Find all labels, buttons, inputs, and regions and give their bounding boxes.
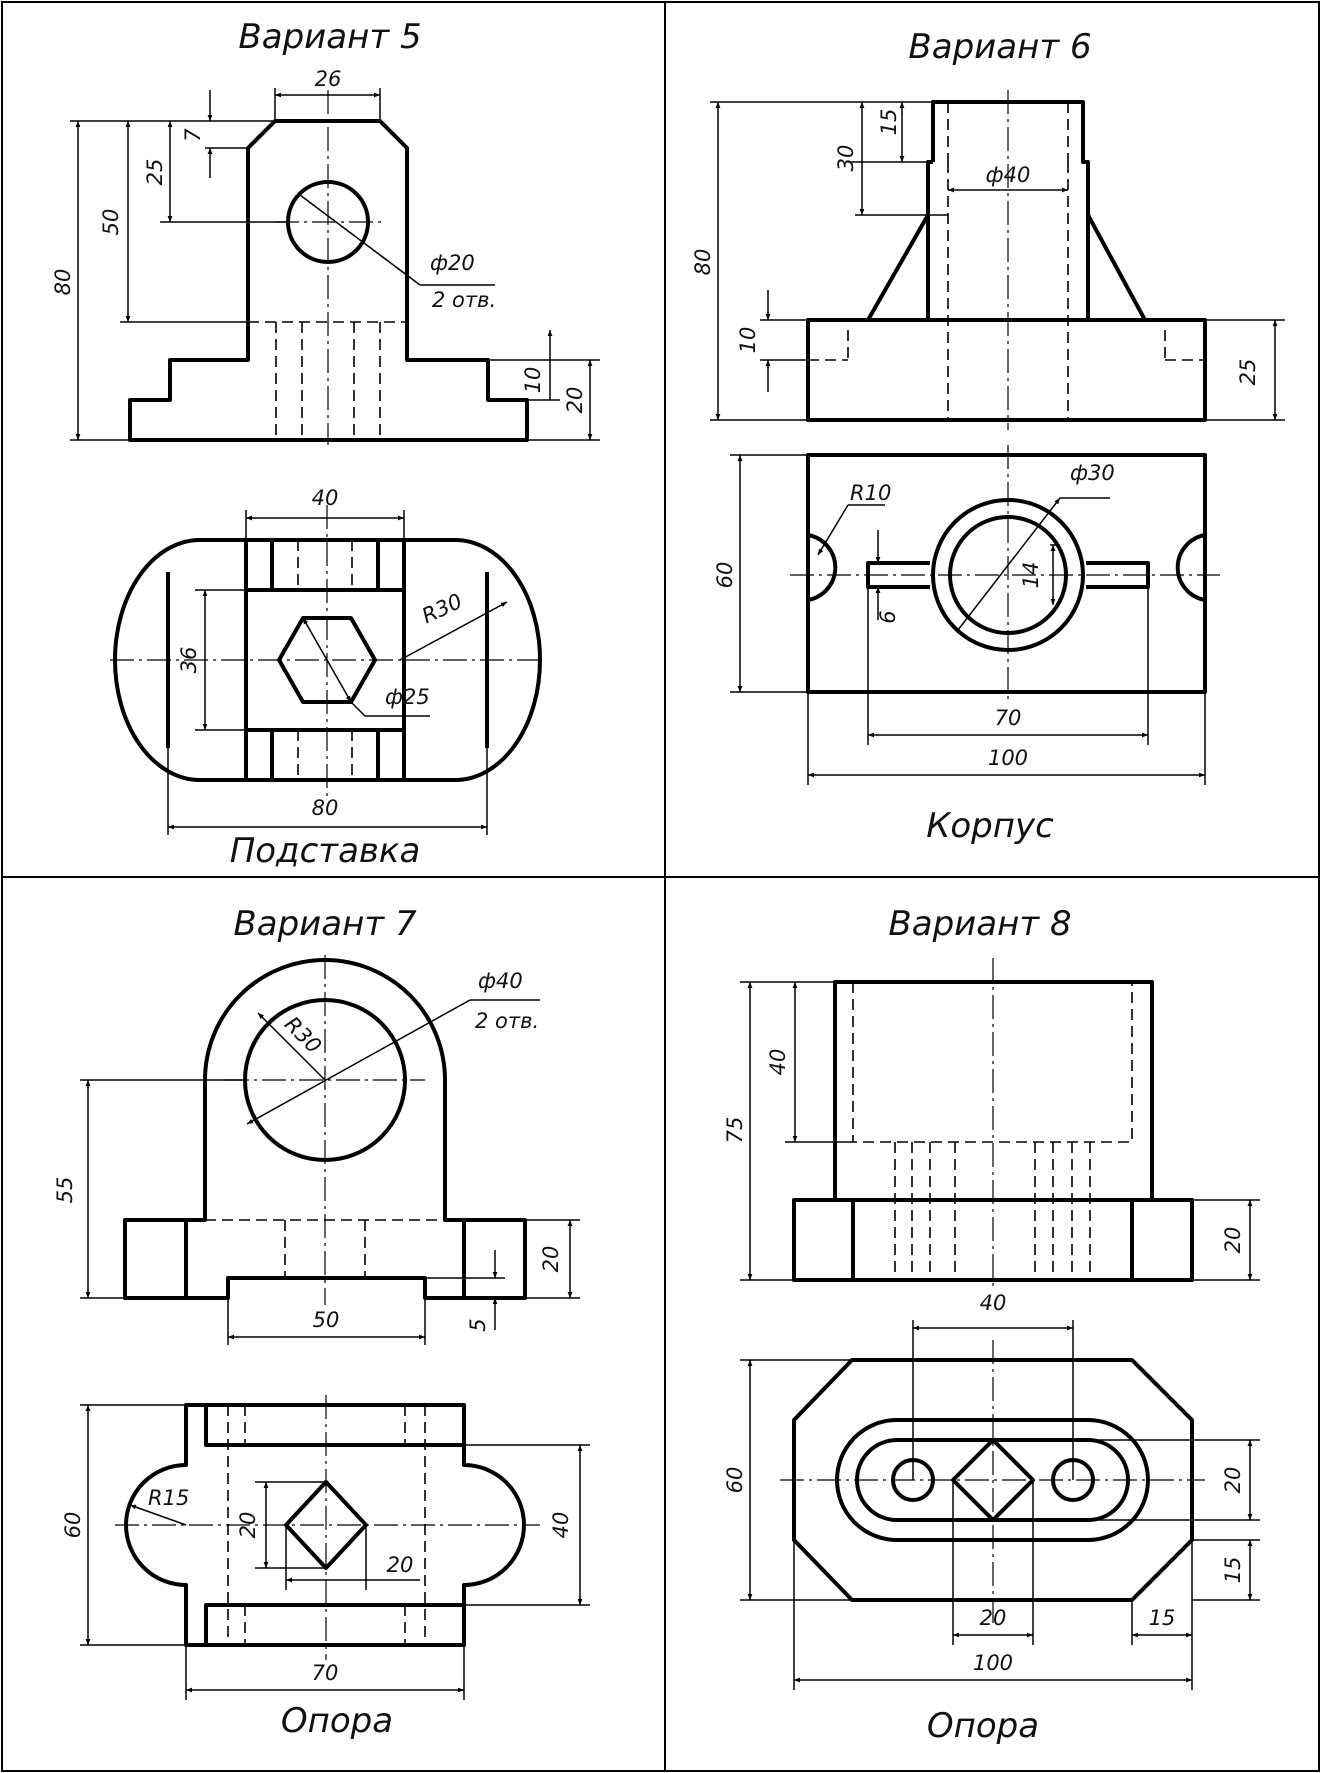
v7-dim-r30: R30 xyxy=(280,1012,326,1058)
v7-dim-40b: 40 xyxy=(549,1512,573,1539)
variant-5-title: Вариант 5 xyxy=(238,17,421,57)
variant-5-panel: Вариант 5 xyxy=(51,17,600,871)
v6-top-dims: 60 R10 ф30 14 6 70 100 xyxy=(713,454,1206,785)
v8-dim-15: 15 xyxy=(1221,1557,1245,1584)
variant-6-part-name: Корпус xyxy=(926,806,1054,846)
v5-dim-20: 20 xyxy=(563,387,587,414)
v5-dim-50: 50 xyxy=(99,209,123,236)
v8-dim-100: 100 xyxy=(973,1651,1013,1675)
v8-dim-20b: 20 xyxy=(1221,1467,1245,1494)
v7-front-view xyxy=(123,955,527,1305)
v7-dim-5: 5 xyxy=(466,1318,490,1331)
v8-top-view xyxy=(780,1340,1205,1625)
v7-top-dims: 60 R15 20 20 40 70 xyxy=(61,1404,590,1700)
v5-holes-note: 2 отв. xyxy=(432,288,496,312)
v6-dim-80: 80 xyxy=(691,249,715,276)
variant-8-title: Вариант 8 xyxy=(888,904,1071,944)
v6-dim-14: 14 xyxy=(1019,562,1043,589)
v7-holes-note: 2 отв. xyxy=(475,1009,539,1033)
v5-dim-36: 36 xyxy=(177,647,201,674)
v5-front-dims: 26 7 25 50 80 10 20 ф20 2 отв. xyxy=(51,67,600,441)
v6-dim-10: 10 xyxy=(736,327,760,354)
variant-8-part-name: Опора xyxy=(927,1706,1039,1746)
v6-dim-30b: ф30 xyxy=(1070,461,1115,485)
v7-dim-40: ф40 xyxy=(478,969,523,993)
v5-dim-26: 26 xyxy=(315,67,342,91)
v7-front-dims: 55 ф40 2 отв. R30 20 50 5 xyxy=(53,969,580,1345)
variant-8-panel: Вариант 8 75 40 20 xyxy=(723,904,1260,1746)
variant-6-panel: Вариант 6 xyxy=(691,27,1285,846)
v5-dim-80b: 80 xyxy=(312,796,339,820)
v7-dim-60: 60 xyxy=(61,1512,85,1539)
v8-front-view xyxy=(792,958,1194,1290)
v7-dim-20: 20 xyxy=(539,1246,563,1273)
v6-dim-15: 15 xyxy=(877,109,901,136)
v6-dim-25: 25 xyxy=(1236,359,1260,386)
v8-dim-40: 40 xyxy=(766,1049,790,1076)
v5-dim-hex: ф25 xyxy=(385,685,430,709)
v5-dim-hole: ф20 xyxy=(430,251,475,275)
v7-dim-r15: R15 xyxy=(148,1486,189,1510)
v8-dim-60: 60 xyxy=(723,1467,747,1494)
variant-6-title: Вариант 6 xyxy=(908,27,1091,67)
v6-dim-30: 30 xyxy=(834,145,858,172)
variant-7-part-name: Опора xyxy=(281,1701,393,1741)
v6-front-view xyxy=(806,90,1207,430)
v5-top-view xyxy=(110,505,545,800)
v8-dim-15b: 15 xyxy=(1149,1606,1176,1630)
v6-dim-6: 6 xyxy=(876,610,900,623)
v7-dim-50: 50 xyxy=(313,1308,340,1332)
v8-dim-20: 20 xyxy=(1221,1227,1245,1254)
v7-dim-20b: 20 xyxy=(236,1512,260,1539)
v7-dim-70: 70 xyxy=(312,1661,339,1685)
v8-dim-20c: 20 xyxy=(980,1606,1007,1630)
v5-dim-r30: R30 xyxy=(418,589,466,628)
v7-dim-55: 55 xyxy=(53,1177,77,1204)
variant-7-panel: Вариант 7 55 ф40 2 xyxy=(53,904,590,1741)
v8-dim-40b: 40 xyxy=(980,1291,1007,1315)
v5-dim-80: 80 xyxy=(51,269,75,296)
v7-dim-20c: 20 xyxy=(387,1553,414,1577)
v6-dim-r10: R10 xyxy=(850,481,891,505)
variant-5-part-name: Подставка xyxy=(230,831,421,871)
v6-top-view xyxy=(790,445,1220,700)
v5-dim-40: 40 xyxy=(312,486,339,510)
v5-dim-10: 10 xyxy=(521,367,545,394)
v6-dim-100: 100 xyxy=(988,746,1028,770)
variant-7-title: Вариант 7 xyxy=(233,904,417,944)
v8-top-dims: 40 60 20 15 20 15 100 xyxy=(723,1291,1260,1690)
v6-dim-40: ф40 xyxy=(986,163,1031,187)
v5-dim-25: 25 xyxy=(143,159,167,186)
v7-top-view xyxy=(115,1395,540,1660)
v8-front-dims: 75 40 20 xyxy=(723,981,1260,1281)
v6-front-dims: 15 30 ф40 80 10 25 xyxy=(691,101,1285,421)
v5-dim-7: 7 xyxy=(181,128,205,142)
v6-dim-70: 70 xyxy=(995,706,1022,730)
v6-dim-60: 60 xyxy=(713,562,737,589)
v8-dim-75: 75 xyxy=(723,1117,747,1144)
